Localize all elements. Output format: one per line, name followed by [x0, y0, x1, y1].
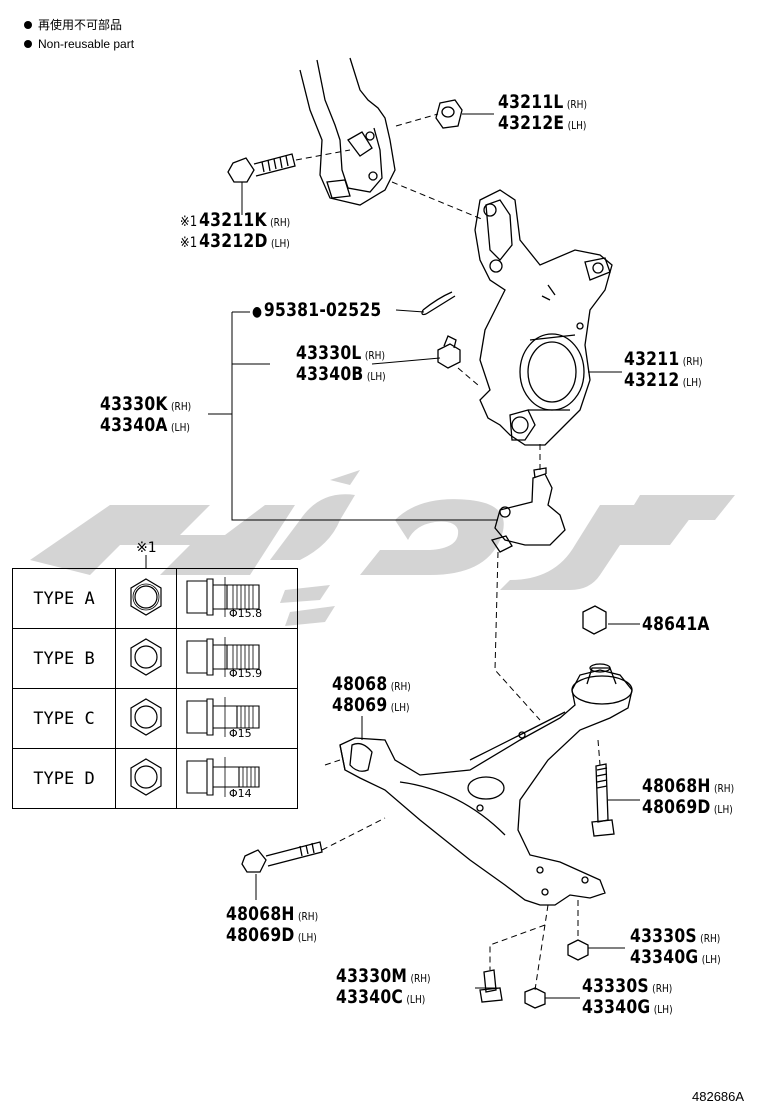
lower-arm: [339, 669, 633, 906]
diameter-label: Φ14: [229, 787, 252, 800]
callout-43330S-b: 43330S(RH): [582, 975, 673, 997]
nut-cell: [115, 688, 177, 749]
type-name: TYPE C: [12, 688, 116, 749]
callout-43330K: 43330K(RH): [100, 393, 192, 415]
callout-43330S-a: 43330S(RH): [630, 925, 721, 947]
leader-lines: [208, 113, 640, 999]
nut-48641A: [582, 605, 607, 635]
cotter-pin: [421, 291, 456, 316]
callout-43212E: 43212E(LH): [498, 112, 587, 134]
bolt-48068H-right: [595, 763, 609, 823]
flange-bolt-icon: [186, 577, 260, 617]
callout-95381-02525: ●95381-02525: [252, 299, 382, 321]
bolt-43330M: [483, 969, 497, 993]
nut-cell: [115, 568, 177, 629]
type-name: TYPE B: [12, 628, 116, 689]
nut-43330S-b: [524, 987, 546, 1009]
nut-face-icon: [130, 697, 162, 736]
diameter-label: Φ15: [229, 727, 252, 740]
callout-43340C: 43340C(LH): [336, 986, 426, 1008]
callout-43340B: 43340B(LH): [296, 363, 386, 385]
bolt-43330L: [437, 343, 461, 369]
nut-face-icon: [130, 577, 162, 616]
bolt-cell: Φ15.8: [176, 568, 298, 629]
legend-line-2: Non-reusable part: [24, 37, 134, 52]
callout-43211K: ※143211K(RH): [180, 209, 291, 231]
callout-43211: 43211(RH): [624, 348, 703, 370]
illustration-code: 482686A: [692, 1089, 745, 1104]
bolt-43211K: [227, 157, 255, 183]
callout-43212: 43212(LH): [624, 369, 702, 391]
type-name: TYPE D: [12, 748, 116, 809]
callout-48068H-right: 48068H(RH): [642, 775, 735, 797]
callout-48069D-right: 48069D(LH): [642, 796, 733, 818]
nut-face-icon: [130, 637, 162, 676]
callout-48068: 48068(RH): [332, 673, 411, 695]
steering-knuckle: [474, 189, 613, 446]
nut-43211L: [435, 99, 463, 129]
table-row: TYPE D Φ14: [12, 748, 298, 809]
callout-43340G-b: 43340G(LH): [582, 996, 673, 1018]
dashed-guides: [295, 113, 601, 991]
bullet-icon: [24, 21, 32, 29]
type-name: TYPE A: [12, 568, 116, 629]
nut-cell: [115, 748, 177, 809]
table-row: TYPE C Φ15: [12, 688, 298, 749]
nut-43330S-a: [567, 939, 589, 961]
flange-bolt-icon: [186, 637, 260, 677]
drawing-lines: [227, 57, 633, 1009]
strut-bracket: [299, 57, 396, 206]
ball-joint: [494, 473, 566, 546]
nut-cell: [115, 628, 177, 689]
callout-43212D: ※143212D(LH): [180, 230, 290, 252]
table-row: TYPE B Φ15.9: [12, 628, 298, 689]
callout-48068H-left: 48068H(RH): [226, 903, 319, 925]
bolt-types-table: TYPE A Φ15.8 TYPE B Φ15.9 TYPE C Φ15 TYP…: [12, 568, 298, 809]
callout-43340G-a: 43340G(LH): [630, 946, 721, 968]
callout-43340A: 43340A(LH): [100, 414, 190, 436]
bolt-cell: Φ15.9: [176, 628, 298, 689]
bolt-48068H-left: [241, 849, 267, 873]
callout-43330M: 43330M(RH): [336, 965, 431, 987]
callout-43211L: 43211L(RH): [498, 91, 587, 113]
callout-48069D-left: 48069D(LH): [226, 924, 317, 946]
bullet-icon: [24, 40, 32, 48]
table-note-mark: ※1: [136, 540, 157, 556]
watermark-logo: [30, 470, 735, 626]
diameter-label: Φ15.8: [229, 607, 263, 620]
flange-bolt-icon: [186, 757, 260, 797]
bolt-cell: Φ15: [176, 688, 298, 749]
callout-48069: 48069(LH): [332, 694, 410, 716]
callout-48641A: 48641A: [642, 613, 710, 635]
diameter-label: Φ15.9: [229, 667, 263, 680]
bolt-cell: Φ14: [176, 748, 298, 809]
nut-face-icon: [130, 757, 162, 796]
note-leader: [145, 555, 147, 569]
legend-line-1: 再使用不可部品: [24, 18, 122, 33]
table-row: TYPE A Φ15.8: [12, 568, 298, 629]
callout-43330L: 43330L(RH): [296, 342, 385, 364]
flange-bolt-icon: [186, 697, 260, 737]
